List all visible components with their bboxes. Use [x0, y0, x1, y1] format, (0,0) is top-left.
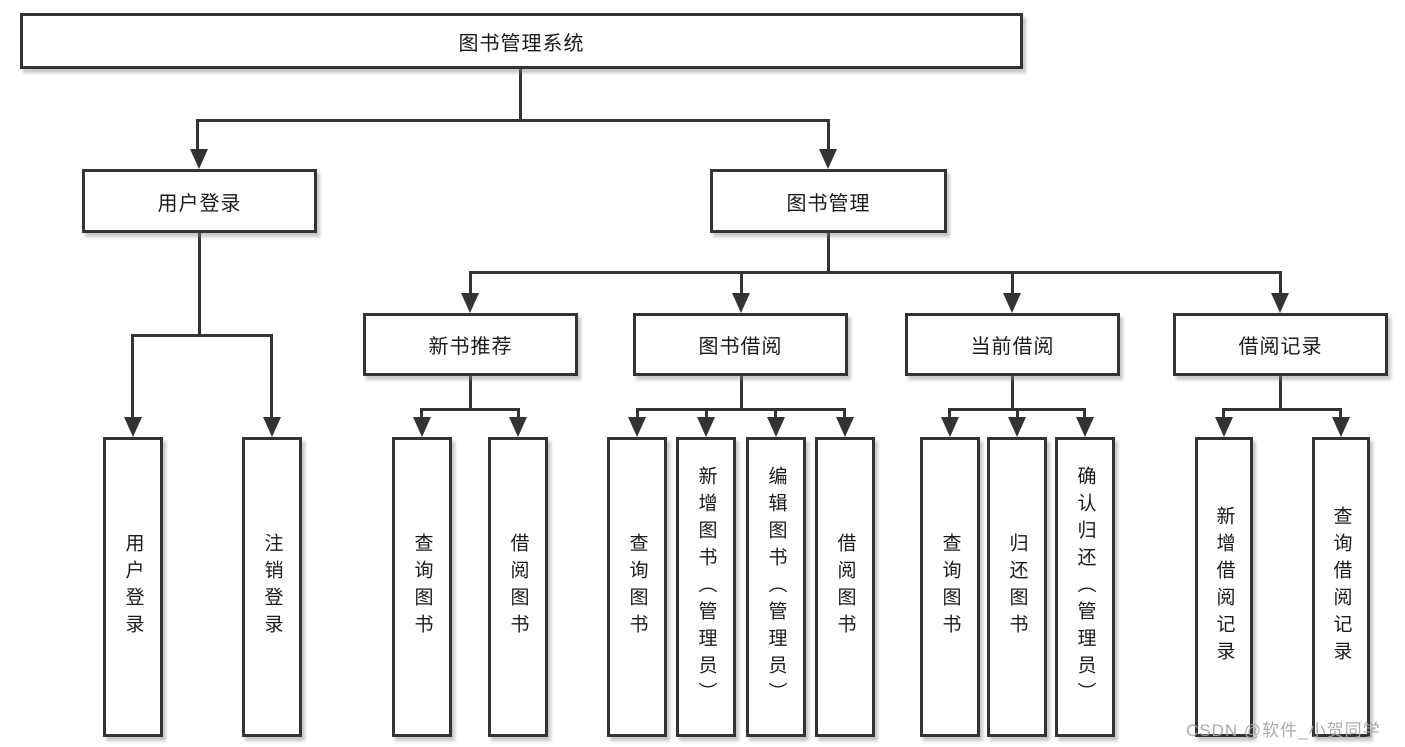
leaf-query-books: 查询图书 [607, 437, 667, 737]
leaf-edit-books-admin: 编辑图书（管理员） [746, 437, 806, 737]
arrow-down-icon [263, 417, 281, 437]
connector-line [1222, 408, 1342, 411]
node-label: 查询借阅记录 [1330, 506, 1352, 668]
leaf-query-books: 查询图书 [392, 437, 452, 737]
connector-line [705, 408, 708, 424]
node-label: 注销登录 [261, 533, 283, 641]
leaf-add-borrow-record: 新增借阅记录 [1195, 437, 1253, 737]
connector-line [843, 408, 846, 424]
connector-line [636, 408, 639, 424]
arrow-down-icon [1332, 417, 1350, 437]
leaf-query-borrow-record: 查询借阅记录 [1312, 437, 1370, 737]
node-label: 借阅记录 [1238, 336, 1323, 358]
node-label: 编辑图书（管理员） [765, 465, 787, 709]
node-label: 确认归还（管理员） [1074, 465, 1096, 709]
connector-line [519, 69, 522, 122]
node-label: 归还图书 [1006, 533, 1028, 641]
arrow-down-icon [1271, 293, 1289, 313]
arrow-down-icon [941, 417, 959, 437]
node-book-management: 图书管理 [710, 169, 947, 233]
connector-line [774, 408, 777, 424]
node-library-management-system: 图书管理系统 [20, 13, 1023, 69]
node-label: 图书管理 [786, 192, 871, 215]
node-label: 新增图书（管理员） [695, 465, 717, 709]
arrow-down-icon [1008, 417, 1026, 437]
node-user-login: 用户登录 [82, 169, 317, 233]
node-label: 借阅图书 [834, 533, 856, 641]
connector-line [740, 271, 743, 301]
arrow-down-icon [732, 293, 750, 313]
node-label: 当前借阅 [970, 336, 1055, 358]
connector-line [517, 408, 520, 424]
connector-line [827, 119, 830, 157]
arrow-down-icon [697, 417, 715, 437]
connector-line [421, 408, 520, 411]
connector-line [1083, 408, 1086, 424]
arrow-down-icon [819, 149, 837, 169]
node-label: 新增借阅记录 [1213, 506, 1235, 668]
node-current-borrowing: 当前借阅 [905, 313, 1120, 376]
leaf-borrow-books: 借阅图书 [815, 437, 875, 737]
arrow-down-icon [1215, 417, 1233, 437]
node-label: 图书管理系统 [458, 32, 585, 55]
node-label: 用户登录 [122, 533, 144, 641]
connector-line [1011, 271, 1014, 301]
connector-line [469, 376, 472, 411]
arrow-down-icon [767, 417, 785, 437]
arrow-down-icon [1076, 417, 1094, 437]
connector-line [1279, 271, 1282, 301]
node-book-borrowing: 图书借阅 [633, 313, 848, 376]
connector-line [636, 408, 846, 411]
node-label: 查询图书 [411, 533, 433, 641]
arrow-down-icon [836, 417, 854, 437]
connector-line [132, 334, 273, 337]
leaf-return-books: 归还图书 [987, 437, 1047, 737]
connector-line [469, 271, 1282, 274]
node-label: 图书借阅 [698, 336, 783, 358]
connector-line [1011, 376, 1014, 411]
arrow-down-icon [190, 149, 208, 169]
connector-line [196, 119, 830, 122]
connector-line [420, 408, 423, 424]
arrow-down-icon [628, 417, 646, 437]
connector-line [827, 233, 830, 274]
connector-line [270, 334, 273, 424]
node-new-book-recommendation: 新书推荐 [363, 313, 578, 376]
csdn-watermark: CSDN @软件_小贺同学 [1186, 721, 1381, 740]
node-label: 新书推荐 [428, 336, 513, 358]
node-label: 用户登录 [157, 192, 242, 215]
connector-line [740, 376, 743, 411]
connector-line [1016, 408, 1019, 424]
connector-line [196, 119, 199, 157]
node-label: 查询图书 [626, 533, 648, 641]
arrow-down-icon [1003, 293, 1021, 313]
connector-line [469, 271, 472, 301]
connector-line [198, 233, 201, 337]
arrow-down-icon [461, 293, 479, 313]
connector-line [1339, 408, 1342, 424]
leaf-query-books: 查询图书 [920, 437, 980, 737]
node-borrowing-records: 借阅记录 [1173, 313, 1388, 376]
leaf-user-login: 用户登录 [103, 437, 163, 737]
node-label: 借阅图书 [507, 533, 529, 641]
connector-line [1279, 376, 1282, 411]
connector-line [131, 334, 134, 424]
leaf-logout: 注销登录 [242, 437, 302, 737]
leaf-confirm-return-admin: 确认归还（管理员） [1055, 437, 1115, 737]
arrow-down-icon [413, 417, 431, 437]
connector-line [1222, 408, 1225, 424]
leaf-add-books-admin: 新增图书（管理员） [676, 437, 736, 737]
arrow-down-icon [124, 417, 142, 437]
node-label: 查询图书 [939, 533, 961, 641]
connector-line [948, 408, 951, 424]
arrow-down-icon [509, 417, 527, 437]
leaf-borrow-books: 借阅图书 [488, 437, 548, 737]
